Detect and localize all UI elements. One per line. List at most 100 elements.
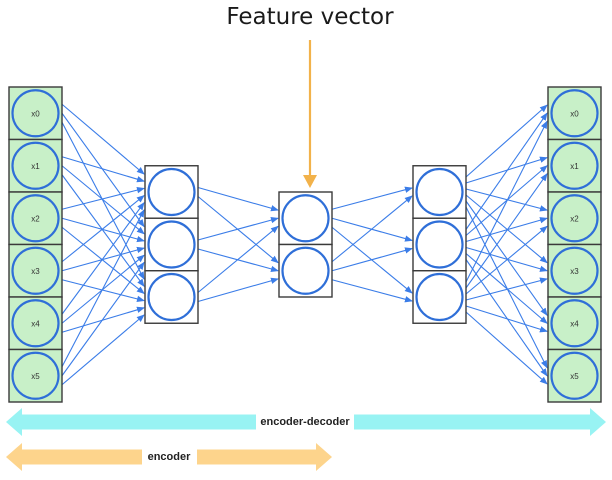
neuron-node (281, 194, 330, 243)
layer-cell (144, 165, 199, 219)
connection-edge (61, 165, 145, 235)
neuron-node (11, 299, 60, 348)
neuron-node (281, 246, 330, 295)
neuron-node (415, 220, 464, 269)
layer-cell (412, 217, 467, 272)
connection-edge (465, 206, 548, 369)
neuron-node (415, 167, 464, 217)
connection-edge (465, 253, 548, 324)
neuron-node (147, 272, 196, 322)
node-label: x3 (31, 267, 40, 276)
layer-cell (144, 217, 199, 272)
connection-edge (331, 186, 413, 210)
connection-edge (61, 314, 145, 386)
node-label: x2 (570, 214, 579, 223)
neuron-node (550, 194, 599, 243)
layer-cell (547, 348, 602, 403)
connection-edge (61, 121, 145, 280)
connection-edge (465, 200, 548, 316)
layer-cell (547, 86, 602, 141)
connection-edge (465, 259, 548, 377)
encoder-band-right (197, 443, 332, 471)
connection-edge (465, 305, 548, 333)
feature-vector-arrowhead (303, 175, 317, 188)
network-layers: x0 x1 x2 x3 x4 x5 x0 x1 x2 x3 x4 x5 (8, 86, 602, 403)
connection-edge (61, 209, 145, 368)
feature-vector-title: Feature vector (226, 4, 394, 30)
connection-edge (61, 194, 145, 263)
node-label: x0 (570, 109, 579, 118)
encoder-decoder-band-left (6, 408, 256, 436)
connection-edge (197, 277, 279, 303)
layer-output: x0 x1 x2 x3 x4 x5 (547, 86, 602, 403)
layer-hidden-2 (412, 165, 467, 324)
connection-edge (465, 277, 548, 301)
connection-edge (465, 104, 548, 178)
connection-edge (465, 156, 548, 184)
layer-cell (278, 191, 333, 246)
connection-edge (331, 247, 413, 272)
connection-edge (61, 261, 145, 377)
connection-edge (197, 216, 279, 241)
layer-cell (547, 191, 602, 246)
connection-edge (465, 217, 548, 243)
neuron-node (550, 246, 599, 295)
connection-edge (61, 156, 145, 183)
node-label: x2 (31, 214, 40, 223)
connection-edge (61, 174, 145, 288)
encoder-label: encoder (148, 451, 192, 463)
connection-edge (465, 112, 548, 230)
connection-edge (465, 246, 548, 272)
layer-cell (8, 86, 63, 141)
span-bands: encoder-decoder encoder (6, 408, 606, 471)
neuron-node (147, 167, 196, 217)
neuron-node (147, 220, 196, 269)
layer-input: x0 x1 x2 x3 x4 x5 (8, 86, 63, 403)
neuron-node (550, 89, 599, 138)
layer-bottleneck (278, 191, 333, 298)
neuron-node (11, 141, 60, 190)
connection-edge (197, 225, 279, 293)
connection-edge (61, 103, 145, 175)
connection-edges (61, 103, 548, 386)
node-label: x3 (570, 267, 579, 276)
node-label: x1 (31, 162, 40, 171)
node-label: x5 (31, 372, 40, 381)
encoder-decoder-label: encoder-decoder (260, 416, 350, 428)
encoder-decoder-band-right (354, 408, 606, 436)
neuron-node (550, 351, 599, 400)
connection-edge (465, 188, 548, 212)
connection-edge (465, 225, 548, 295)
layer-cell (8, 138, 63, 193)
connection-edge (61, 187, 145, 210)
layer-hidden-1 (144, 165, 199, 324)
connection-edge (61, 112, 145, 228)
neuron-node (550, 141, 599, 190)
encoder-band-left (6, 443, 142, 471)
connection-edge (465, 173, 548, 289)
node-label: x4 (570, 319, 579, 328)
layer-cell (278, 243, 333, 298)
connection-edge (465, 311, 548, 385)
node-label: x0 (31, 109, 40, 118)
neuron-node (11, 89, 60, 138)
connection-edge (197, 186, 279, 212)
connection-edge (61, 201, 145, 315)
layer-cell (412, 270, 467, 324)
connection-edge (331, 195, 413, 263)
layer-cell (412, 165, 467, 219)
neuron-node (550, 299, 599, 348)
node-label: x4 (31, 319, 40, 328)
node-label: x1 (570, 162, 579, 171)
connection-edge (465, 194, 548, 264)
layer-cell (144, 270, 199, 324)
node-label: x5 (570, 372, 579, 381)
neuron-node (11, 351, 60, 400)
layer-cell (8, 296, 63, 351)
layer-cell (8, 348, 63, 403)
connection-edge (61, 226, 145, 295)
connection-edge (331, 279, 413, 303)
connection-edge (61, 279, 145, 302)
layer-cell (8, 191, 63, 246)
